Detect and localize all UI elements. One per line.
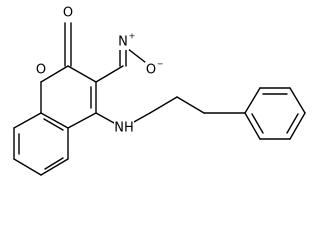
bond: [244, 112, 261, 140]
bond: [244, 87, 261, 114]
bond: [67, 112, 97, 129]
bond: [289, 112, 306, 140]
nitro-oxygen-charge: −: [157, 60, 164, 69]
bonds: [13, 22, 306, 176]
bond: [40, 112, 69, 129]
bond: [289, 87, 306, 114]
label-background: [145, 62, 157, 78]
carbonyl-oxygen-label: O: [63, 6, 73, 21]
bond: [13, 112, 42, 129]
bond: [95, 65, 124, 83]
bond: [176, 96, 205, 114]
double-bond-inner: [43, 118, 64, 131]
double-bond-inner: [251, 113, 264, 134]
label-background: [114, 119, 134, 136]
ring-oxygen-label: O: [36, 63, 46, 78]
double-bond-inner: [286, 113, 299, 134]
label-background: [117, 34, 129, 50]
atom-labels: O N + O − O NH: [35, 4, 163, 136]
amine-label: NH: [114, 121, 134, 136]
label-background: [62, 4, 74, 21]
double-bond-inner: [44, 157, 64, 170]
bond: [13, 158, 42, 176]
nitro-oxygen-label: O: [146, 63, 156, 78]
nitro-nitrogen-label: N: [118, 35, 128, 50]
bond: [40, 158, 69, 176]
bond: [67, 65, 97, 83]
label-background: [35, 62, 47, 78]
nitro-nitrogen-charge: +: [129, 32, 136, 41]
bond: [149, 96, 178, 114]
chemical-structure: O N + O − O NH: [13, 4, 306, 176]
bond: [40, 65, 69, 83]
